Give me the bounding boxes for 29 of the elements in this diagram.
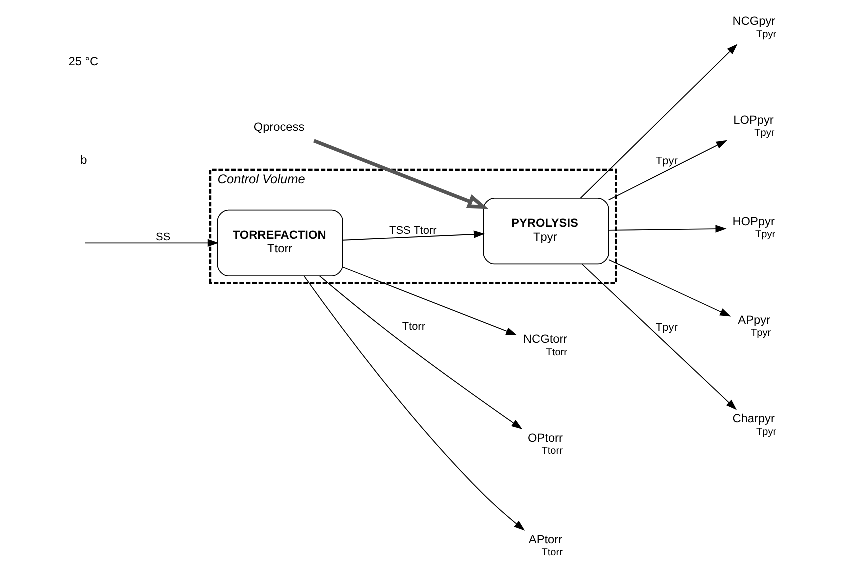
edge-label: SS (156, 232, 171, 244)
node-text: Qprocess (254, 120, 305, 134)
edge-label: Ttorr (402, 321, 426, 334)
edge-label: Tpyr (656, 322, 678, 334)
node-text: NCGtorr Ttorr (523, 332, 568, 358)
arrow (342, 230, 485, 241)
arrow (608, 140, 728, 201)
edge-label: TSS Ttorr (390, 225, 437, 238)
arrow (319, 276, 523, 430)
label: 25 °C (68, 54, 99, 68)
node-text: APpyr Tpyr (738, 312, 772, 340)
arrow (342, 266, 518, 336)
node-text: Charpyr Tpyr (732, 412, 777, 438)
arrow (304, 276, 526, 531)
arrow (608, 260, 732, 317)
node-text: APtorr Ttorr (528, 532, 563, 559)
arrow (608, 225, 727, 233)
edge-label: Tpyr (656, 156, 678, 168)
node-box: PYROLYSIS Tpyr (483, 198, 610, 265)
arrow (582, 264, 738, 410)
node-text: HOPpyr Tpyr (732, 214, 776, 241)
arrow (580, 44, 738, 199)
node-box: TORREFACTION Ttorr (217, 210, 344, 277)
node-text: NCGpyr Tpyr (732, 14, 777, 40)
arrow (314, 139, 489, 210)
node-text: OPtorr Ttorr (528, 430, 563, 458)
node-text: LOPpyr Tpyr (734, 112, 775, 140)
label: b (80, 153, 88, 168)
arrow (84, 239, 219, 248)
